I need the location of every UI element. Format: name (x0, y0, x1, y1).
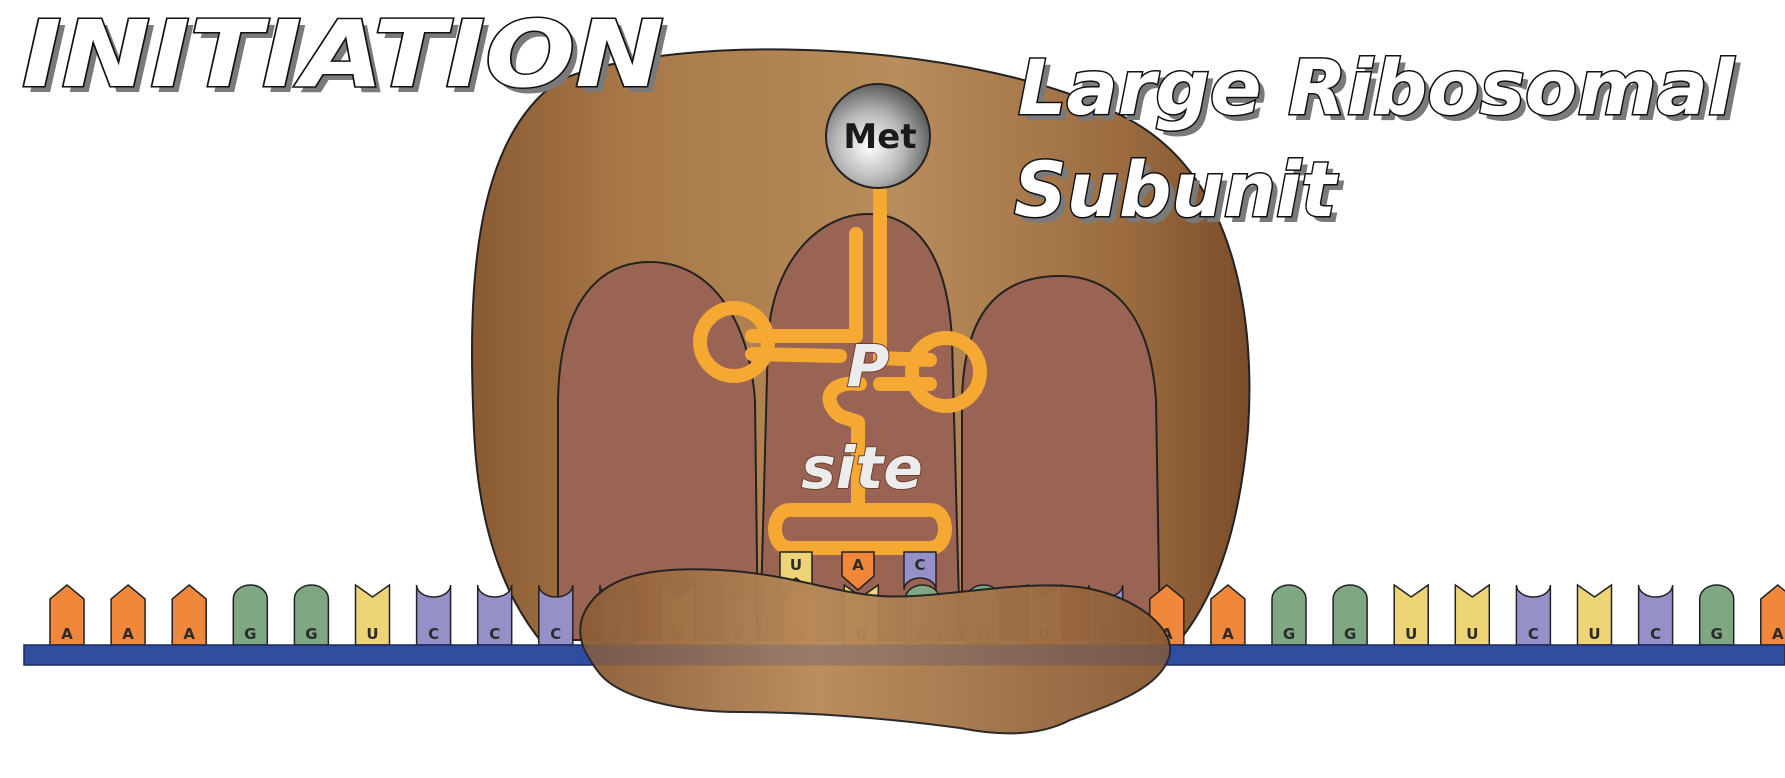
mrna-nucleotide-shape (1332, 584, 1368, 646)
mrna-nucleotide-21: G (1332, 584, 1368, 646)
mrna-nucleotide-shape (1698, 584, 1735, 646)
mrna-nucleotide-0: A (49, 584, 85, 646)
subunit-label-line2: Subunit (1014, 145, 1339, 234)
mrna-nucleotide-letter: A (183, 625, 195, 643)
mrna-nucleotide-shape (293, 584, 330, 646)
mrna-nucleotide-letter: C (1528, 625, 1539, 643)
met-amino-acid (825, 83, 931, 189)
mrna-nucleotide-5: U (354, 583, 391, 646)
mrna-nucleotide-letter: G (1711, 625, 1723, 643)
mrna-nucleotide-22: U (1393, 583, 1429, 646)
small-ribosomal-subunit (579, 568, 1171, 735)
mrna-backbone-overlay (578, 645, 1174, 665)
initiator-trna (693, 175, 987, 555)
anticodon-nucleotide-shape (841, 551, 875, 591)
mrna-nucleotide-shape (415, 584, 452, 646)
mrna-nucleotide-letter: C (489, 625, 500, 643)
mrna-nucleotide-letter: U (1405, 625, 1417, 643)
mrna-nucleotide-shape (1637, 584, 1674, 646)
anticodon-nucleotide-letter: C (914, 556, 925, 574)
mrna-nucleotide-letter: U (1466, 625, 1478, 643)
anticodon-nucleotide-2: C (903, 551, 937, 591)
mrna-nucleotide-4: G (293, 584, 330, 646)
mrna-nucleotide-2: A (171, 584, 207, 646)
mrna-nucleotide-letter: U (366, 625, 378, 643)
anticodon-nucleotide-1: A (841, 551, 875, 591)
mrna-nucleotide-24: C (1515, 584, 1552, 646)
mrna-nucleotide-shape (1515, 584, 1552, 646)
mrna-nucleotide-8: C (538, 584, 574, 646)
subunit-label-line1: Large Ribosomal (1018, 43, 1735, 132)
mrna-nucleotide-letter: G (244, 625, 256, 643)
mrna-nucleotide-shape (476, 584, 513, 646)
subunit-label-shadow-line1: Large Ribosomal (1024, 49, 1741, 138)
met-label: Met (843, 117, 916, 157)
mrna-nucleotide-23: U (1454, 583, 1491, 646)
mrna-nucleotide-letter: G (305, 625, 317, 643)
p-site-label-line1: P (847, 332, 890, 400)
title-shadow: INITIATION (28, 7, 670, 114)
mrna-nucleotide-shape (538, 584, 574, 646)
mrna-nucleotide-letter: U (1588, 625, 1600, 643)
mrna-nucleotide-19: A (1210, 584, 1246, 646)
mrna-nucleotide-3: G (232, 584, 269, 646)
mrna-nucleotide-6: C (415, 584, 452, 646)
mrna-nucleotide-letter: C (550, 625, 561, 643)
mrna-nucleotide-shape (1760, 584, 1785, 646)
anticodon-nucleotide-letter: A (852, 556, 864, 574)
mrna-nucleotide-7: C (476, 584, 513, 646)
mrna-nucleotide-letter: C (428, 625, 439, 643)
anticodon-nucleotide-shape (903, 551, 937, 591)
mrna-nucleotide-shape (1271, 584, 1307, 646)
mrna-nucleotide-letter: A (1222, 625, 1234, 643)
mrna-nucleotide-1: A (110, 584, 146, 646)
anticodon-nucleotide-letter: U (790, 556, 802, 574)
mrna-nucleotide-letter: A (61, 625, 73, 643)
mrna-nucleotide-20: G (1271, 584, 1307, 646)
mrna-nucleotide-letter: G (1283, 625, 1295, 643)
mrna-nucleotide-letter: C (1650, 625, 1661, 643)
a-site-pocket (961, 274, 1162, 641)
p-site-label-line2: site (801, 434, 922, 502)
mrna-nucleotide-25: U (1576, 583, 1613, 646)
subunit-label-shadow-line2: Subunit (1020, 151, 1345, 240)
mrna-nucleotide-27: G (1698, 584, 1735, 646)
mrna-nucleotide-letter: G (1344, 625, 1356, 643)
mrna-nucleotide-28: A (1760, 584, 1785, 646)
mrna-nucleotide-letter: A (1772, 625, 1784, 643)
mrna-nucleotide-shape (232, 584, 269, 646)
title: INITIATION (22, 1, 664, 108)
mrna-nucleotide-26: C (1637, 584, 1674, 646)
mrna-nucleotide-letter: A (122, 625, 134, 643)
